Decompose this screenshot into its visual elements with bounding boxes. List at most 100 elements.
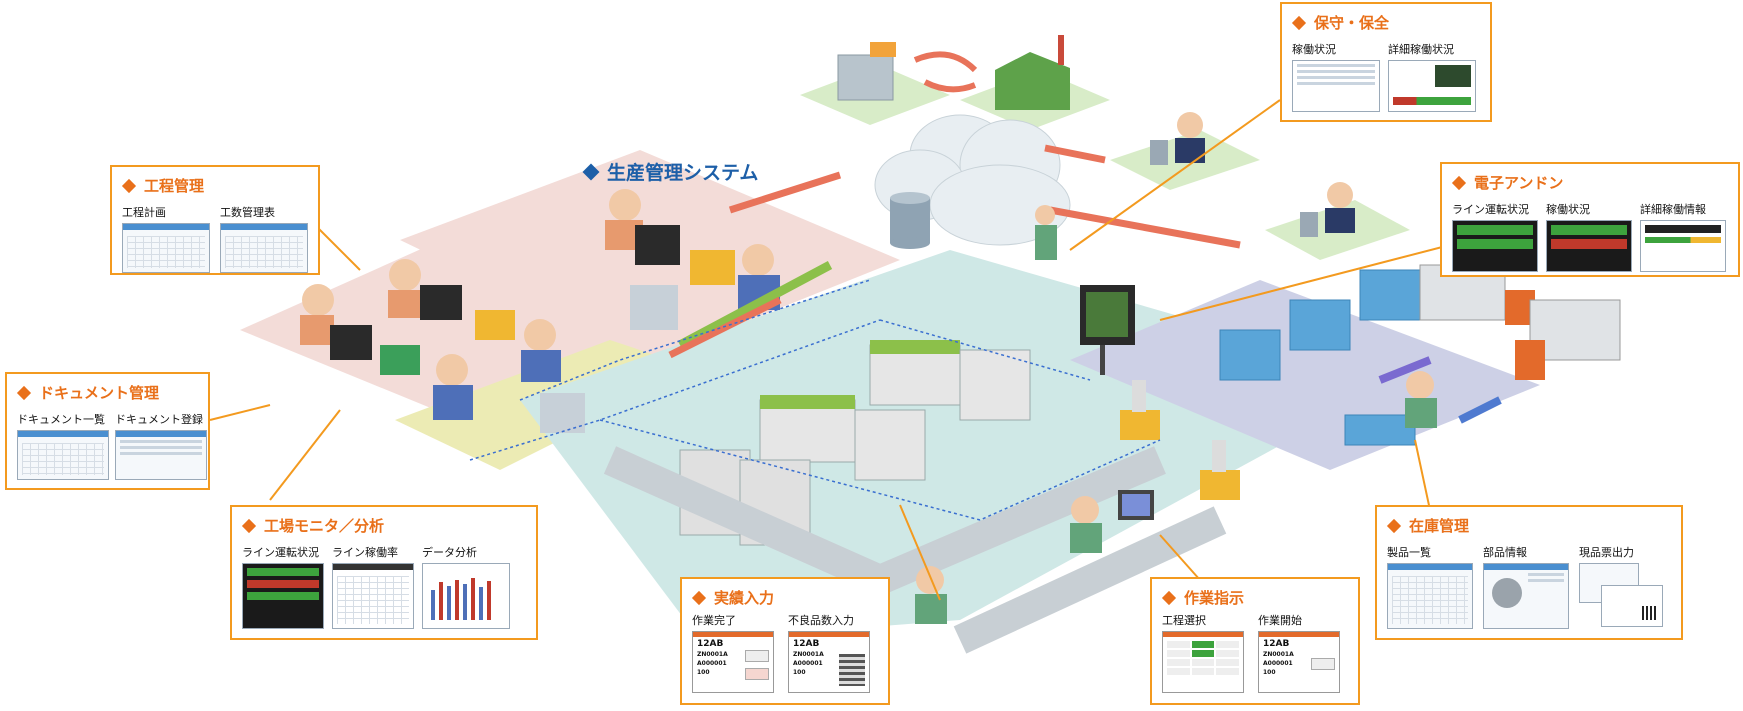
callout-kotei-kanri: 工程管理 工程計画 工数管理表 bbox=[110, 165, 320, 275]
callout-sagyo-shiji: 作業指示 工程選択 作業開始 12AB ZN0001A A000001 100 bbox=[1150, 577, 1360, 705]
office-worker-group bbox=[300, 259, 585, 433]
item-label: ライン運転状況 bbox=[242, 546, 319, 559]
item-label: ライン運転状況 bbox=[1452, 203, 1529, 216]
tablet-line1: ZN0001A bbox=[1263, 651, 1294, 658]
factory-workers bbox=[915, 205, 1102, 624]
tablet-code: 12AB bbox=[697, 639, 724, 649]
screenshot-thumbnail bbox=[242, 563, 324, 629]
callout-factory-monitor: 工場モニタ／分析 ライン運転状況 ライン稼働率 データ分析 bbox=[230, 505, 538, 640]
tablet-screen: 12AB ZN0001A A000001 100 bbox=[788, 631, 870, 693]
cloud-arrow-right bbox=[1044, 144, 1106, 164]
item-label: 部品情報 bbox=[1483, 546, 1527, 559]
item-label: 稼働状況 bbox=[1292, 43, 1336, 56]
diamond-icon bbox=[1451, 175, 1467, 190]
office-building bbox=[837, 54, 894, 101]
item-label: 工程選択 bbox=[1162, 614, 1206, 627]
screenshot-thumbnail bbox=[17, 430, 109, 480]
callout-jisseki-input: 実績入力 作業完了 12AB ZN0001A A000001 100 不良品数入… bbox=[680, 577, 890, 705]
office-building-roof bbox=[870, 42, 896, 57]
shipping-arrow bbox=[1378, 356, 1432, 384]
warehouse-storage bbox=[1219, 269, 1421, 446]
screenshot-thumbnail bbox=[1483, 563, 1569, 629]
callout-zaiko-kanri: 在庫管理 製品一覧 部品情報 現品票出力 bbox=[1375, 505, 1683, 640]
item-label: ドキュメント登録 bbox=[115, 413, 203, 426]
callout-title: 工場モニタ／分析 bbox=[264, 517, 385, 535]
screenshot-thumbnail bbox=[1387, 563, 1473, 629]
screenshot-thumbnail bbox=[220, 223, 308, 273]
tablet-qty: 100 bbox=[697, 669, 710, 676]
factory-chimney bbox=[1058, 35, 1064, 65]
management-worker-group bbox=[605, 189, 833, 359]
screenshot-thumbnail bbox=[122, 223, 210, 273]
diamond-icon bbox=[582, 163, 600, 180]
tablet-qty: 100 bbox=[793, 669, 806, 676]
item-label: データ分析 bbox=[422, 546, 477, 559]
diamond-icon bbox=[1291, 15, 1307, 30]
screenshot-thumbnail bbox=[115, 430, 207, 480]
tablet-line1: ZN0001A bbox=[697, 651, 728, 658]
screenshot-thumbnail bbox=[332, 563, 414, 629]
diamond-icon bbox=[241, 518, 257, 533]
exchange-arrow bbox=[913, 51, 978, 73]
callout-title: ドキュメント管理 bbox=[39, 384, 160, 402]
network-lines bbox=[469, 279, 1161, 521]
tablet-line1: ZN0001A bbox=[793, 651, 824, 658]
diamond-icon bbox=[121, 178, 137, 193]
tablet-device bbox=[1300, 212, 1318, 237]
tablet-code: 12AB bbox=[1263, 639, 1290, 649]
cloud-arrow-down bbox=[1049, 206, 1241, 249]
item-label: 製品一覧 bbox=[1387, 546, 1431, 559]
diamond-icon bbox=[16, 385, 32, 400]
callout-title: 工程管理 bbox=[144, 177, 205, 195]
tablet-qty: 100 bbox=[1263, 669, 1276, 676]
screenshot-thumbnail bbox=[422, 563, 510, 629]
callout-leaders bbox=[209, 99, 1451, 601]
diamond-icon bbox=[1386, 518, 1402, 533]
receiving-arrow bbox=[1458, 396, 1502, 424]
screenshot-thumbnail bbox=[1640, 220, 1726, 272]
item-label: ライン稼働率 bbox=[332, 546, 398, 559]
instruction-terminal bbox=[1118, 490, 1154, 520]
tablet-line2: A000001 bbox=[697, 660, 727, 667]
tablet-code: 12AB bbox=[793, 639, 820, 649]
screenshot-thumbnail bbox=[1579, 563, 1665, 629]
item-label: 詳細稼働状況 bbox=[1388, 43, 1454, 56]
tablet-device bbox=[1150, 140, 1168, 165]
item-label: ドキュメント一覧 bbox=[17, 413, 105, 426]
tablet-screen: 12AB ZN0001A A000001 100 bbox=[692, 631, 774, 693]
screenshot-thumbnail bbox=[1388, 60, 1476, 112]
screenshot-thumbnail bbox=[1452, 220, 1538, 272]
item-label: 現品票出力 bbox=[1579, 546, 1634, 559]
tablet-line2: A000001 bbox=[793, 660, 823, 667]
callout-denshi-andon: 電子アンドン ライン運転状況 稼働状況 詳細稼働情報 bbox=[1440, 162, 1740, 277]
item-label: 作業完了 bbox=[692, 614, 736, 627]
warehouse-worker bbox=[1405, 371, 1437, 428]
callout-title: 作業指示 bbox=[1184, 589, 1245, 607]
item-label: 稼働状況 bbox=[1546, 203, 1590, 216]
main-title-text: 生産管理システム bbox=[607, 162, 759, 184]
mounting-line bbox=[679, 340, 1031, 546]
exchange-arrow-return bbox=[923, 79, 977, 93]
item-label: 工程計画 bbox=[122, 206, 166, 219]
andon-worker-head bbox=[1327, 182, 1353, 208]
diamond-icon bbox=[691, 590, 707, 605]
robot-arms bbox=[1120, 380, 1240, 500]
maintenance-worker-body bbox=[1175, 138, 1205, 163]
main-title: 生産管理システム bbox=[582, 158, 759, 185]
item-label: 工数管理表 bbox=[220, 206, 275, 219]
diamond-icon bbox=[1161, 590, 1177, 605]
delivery-trucks bbox=[1419, 264, 1621, 380]
andon-worker-body bbox=[1325, 208, 1355, 233]
database-icon bbox=[890, 192, 930, 249]
cloud-arrow-left bbox=[728, 171, 842, 214]
callout-document-kanri: ドキュメント管理 ドキュメント一覧 ドキュメント登録 bbox=[5, 372, 210, 490]
factory-building bbox=[995, 52, 1070, 110]
item-label: 詳細稼働情報 bbox=[1640, 203, 1706, 216]
tablet-line2: A000001 bbox=[1263, 660, 1293, 667]
screenshot-thumbnail bbox=[1546, 220, 1632, 272]
screenshot-thumbnail bbox=[1292, 60, 1380, 112]
callout-hoshu-hozen: 保守・保全 稼働状況 詳細稼働状況 bbox=[1280, 2, 1492, 122]
maintenance-worker-head bbox=[1177, 112, 1203, 138]
callout-title: 在庫管理 bbox=[1409, 517, 1470, 535]
